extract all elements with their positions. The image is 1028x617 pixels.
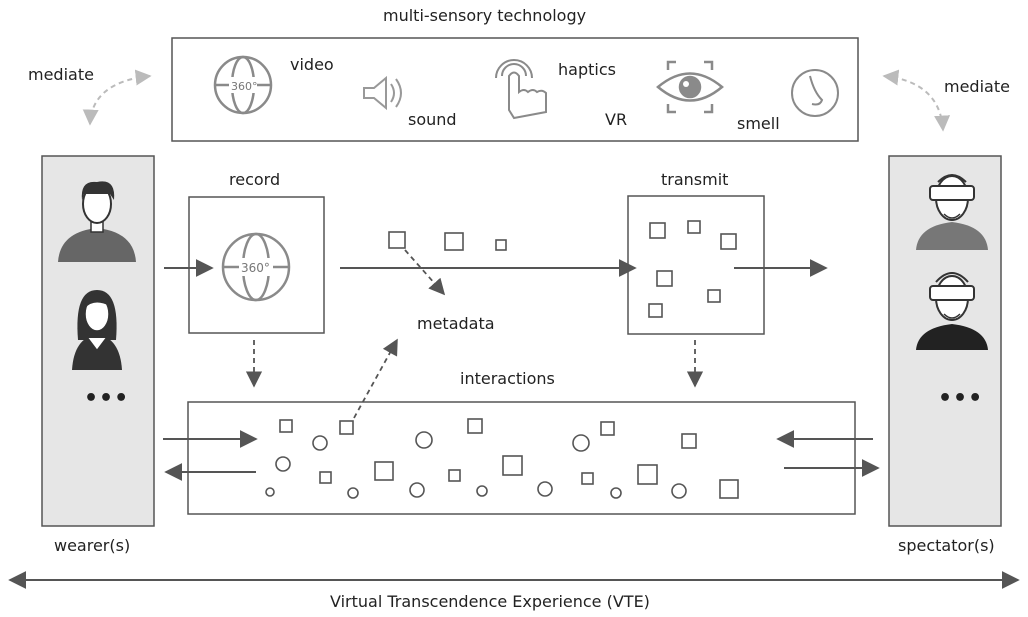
left-mediate-arrow — [82, 69, 152, 126]
left-mediate-label: mediate — [28, 65, 94, 84]
vr-eye-icon — [656, 60, 724, 114]
right-mediate-arrow — [882, 69, 951, 132]
transmit-box — [627, 195, 765, 335]
video-360-label: 360° — [231, 80, 258, 93]
flow-arrows — [8, 259, 1020, 589]
technology-box — [171, 37, 859, 142]
vr-spectator-1-icon — [916, 174, 988, 250]
right-mediate-label: mediate — [944, 77, 1010, 96]
video-360-icon — [213, 55, 273, 115]
record-360-icon — [221, 232, 291, 302]
record-360-label: 360° — [241, 261, 270, 275]
sound-label: sound — [408, 110, 457, 129]
vr-label: VR — [605, 110, 628, 129]
vte-label: Virtual Transcendence Experience (VTE) — [330, 592, 650, 611]
smell-nose-icon — [791, 69, 839, 117]
interactions-label: interactions — [460, 369, 555, 388]
technology-title: multi-sensory technology — [383, 6, 587, 25]
vr-spectator-2-icon — [916, 272, 988, 350]
smell-label: smell — [737, 114, 780, 133]
spectator-ellipsis: ••• — [938, 386, 984, 411]
transmit-packets — [648, 220, 737, 318]
video-label: video — [290, 55, 334, 74]
haptics-label: haptics — [558, 60, 616, 79]
metadata-packets — [388, 231, 507, 251]
haptics-icon — [495, 59, 547, 120]
transmit-label: transmit — [661, 170, 729, 189]
metadata-label: metadata — [417, 314, 495, 333]
male-person-icon — [58, 181, 136, 262]
record-label: record — [229, 170, 281, 189]
dashed-arrows — [245, 249, 704, 419]
female-person-icon — [72, 290, 122, 370]
wearer-label: wearer(s) — [54, 536, 131, 555]
spectator-label: spectator(s) — [898, 536, 995, 555]
wearer-ellipsis: ••• — [84, 386, 130, 411]
sound-icon — [363, 75, 402, 111]
interaction-shapes — [265, 418, 739, 499]
